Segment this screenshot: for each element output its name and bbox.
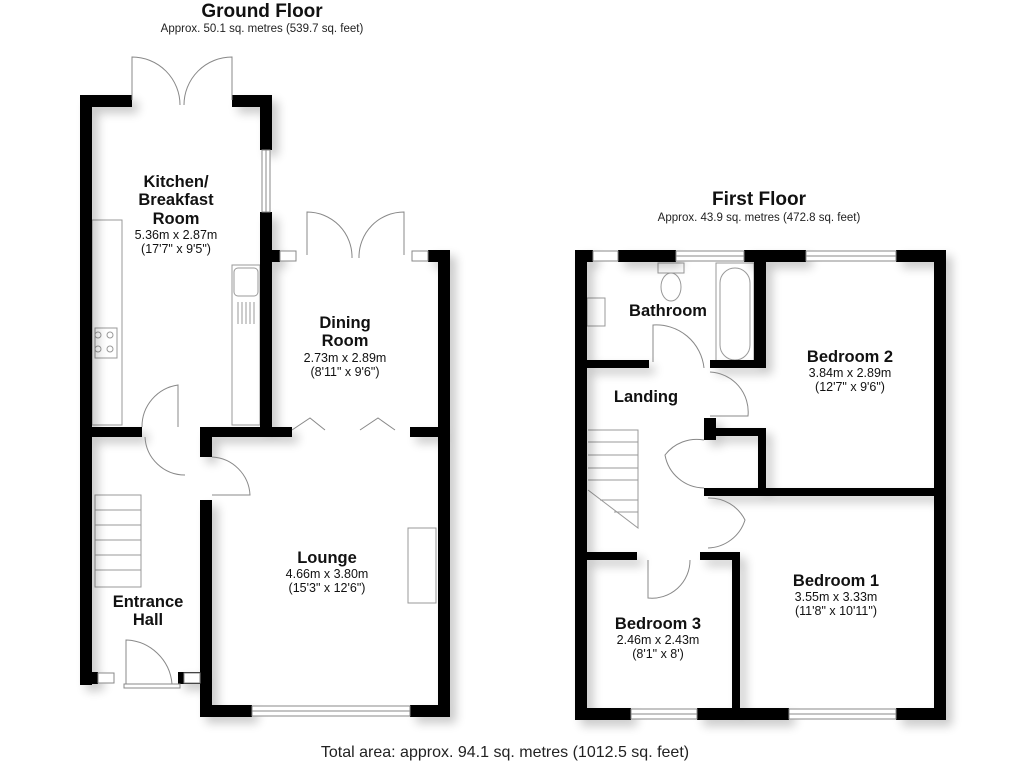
- room-dimensions-imperial: (8'11" x 9'6"): [310, 364, 380, 379]
- room-dimensions-imperial: (15'3" x 12'6"): [288, 581, 366, 596]
- ground-floor-title: Ground Floor: [201, 1, 323, 22]
- room-name: Bedroom 2: [806, 348, 894, 366]
- room-name: Hall: [132, 611, 164, 630]
- room-label-bedroom-3: Bedroom 3 2.46m x 2.43m (8'1" x 8'): [615, 615, 701, 661]
- ground-doors: [123, 56, 405, 689]
- first-floor-windows: [592, 250, 897, 720]
- total-area: Total area: approx. 94.1 sq. metres (101…: [320, 744, 690, 761]
- room-dimensions-metric: 3.84m x 2.89m: [808, 366, 892, 381]
- first-floor-area: Approx. 43.9 sq. metres (472.8 sq. feet): [657, 212, 861, 224]
- room-label-bedroom-2: Bedroom 2 3.84m x 2.89m (12'7" x 9'6"): [807, 348, 893, 394]
- ground-stairs: [94, 494, 142, 588]
- first-floor-walls: [575, 250, 946, 720]
- room-name: Room: [152, 209, 200, 228]
- ground-windows: [97, 149, 429, 717]
- room-dimensions-metric: 2.46m x 2.43m: [616, 633, 700, 648]
- room-dimensions-metric: 2.73m x 2.89m: [303, 350, 387, 365]
- room-label-kitchen: Kitchen/ Breakfast Room 5.36m x 2.87m (1…: [135, 173, 218, 256]
- room-label-dining: Dining Room 2.73m x 2.89m (8'11" x 9'6"): [304, 314, 387, 379]
- ground-walls: [80, 95, 450, 717]
- room-dimensions-metric: 5.36m x 2.87m: [134, 228, 218, 243]
- first-floor-doors: [647, 324, 749, 599]
- room-label-landing: Landing: [614, 388, 678, 406]
- room-name: Bathroom: [629, 302, 707, 320]
- room-label-bedroom-1: Bedroom 1 3.55m x 3.33m (11'8" x 10'11"): [793, 572, 879, 618]
- room-dimensions-metric: 3.55m x 3.33m: [794, 590, 878, 605]
- ground-floor-plan: [80, 56, 450, 717]
- room-label-lounge: Lounge 4.66m x 3.80m (15'3" x 12'6"): [286, 549, 369, 595]
- room-name: Lounge: [297, 549, 357, 567]
- room-name: Bedroom 1: [792, 572, 880, 590]
- room-name: Landing: [613, 388, 679, 406]
- room-name: Entrance: [112, 593, 184, 611]
- first-floor-title: First Floor: [712, 189, 806, 210]
- hob-icon: [94, 331, 114, 353]
- room-name: Bedroom 3: [614, 615, 702, 633]
- ground-floor-area: Approx. 50.1 sq. metres (539.7 sq. feet): [160, 23, 364, 35]
- room-name: Kitchen/: [143, 173, 209, 191]
- room-name: Room: [321, 332, 369, 351]
- room-name: Breakfast: [138, 191, 214, 210]
- room-dimensions-imperial: (8'1" x 8'): [632, 647, 684, 662]
- room-label-entrance-hall: Entrance Hall: [113, 593, 184, 630]
- room-dimensions-imperial: (12'7" x 9'6"): [815, 380, 885, 395]
- room-dimensions-imperial: (17'7" x 9'5"): [141, 242, 211, 257]
- first-floor-plan: [575, 250, 946, 720]
- first-floor-stairs: [587, 429, 639, 530]
- room-name: Dining: [319, 314, 371, 332]
- room-dimensions-metric: 4.66m x 3.80m: [285, 567, 369, 582]
- fireplace: [407, 527, 437, 604]
- room-label-bathroom: Bathroom: [629, 302, 707, 320]
- room-dimensions-imperial: (11'8" x 10'11"): [795, 604, 877, 619]
